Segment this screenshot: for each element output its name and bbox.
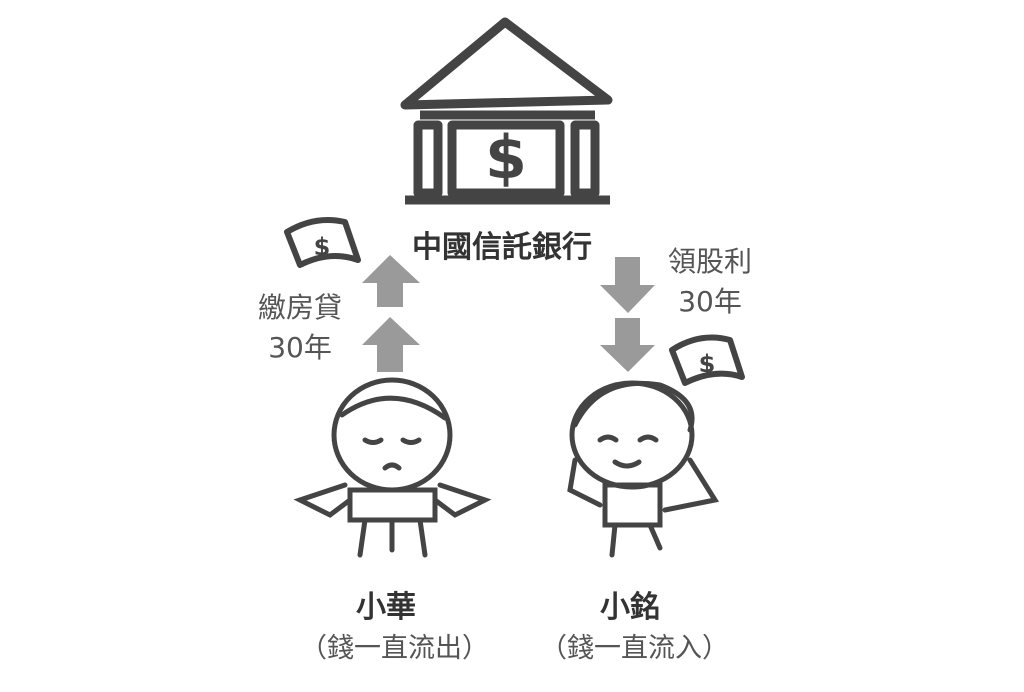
left-person-name: 小華	[356, 590, 416, 625]
right-flow-line2: 30年	[678, 285, 742, 318]
right-person-note: （錢一直流入）	[540, 633, 729, 664]
person-xiaoming-icon	[567, 380, 720, 558]
svg-text:$: $	[485, 123, 527, 193]
person-xiaohua-icon	[293, 377, 492, 558]
svg-text:$: $	[699, 350, 716, 378]
bank-building-icon: $	[400, 17, 613, 205]
left-flow-label: 繳房貸 30年	[258, 288, 342, 368]
left-person-note: （錢一直流出）	[300, 633, 489, 664]
left-flow-line1: 繳房貸	[258, 291, 343, 324]
down-arrows-icon	[600, 257, 655, 372]
bank-name: 中國信託銀行	[412, 230, 592, 265]
right-flow-label: 領股利 30年	[668, 242, 752, 322]
right-flow-line1: 領股利	[668, 245, 753, 278]
right-person-name: 小銘	[600, 590, 660, 625]
svg-text:$: $	[314, 233, 331, 261]
money-bill-icon: $ $	[284, 217, 745, 386]
up-arrows-icon	[362, 255, 420, 372]
left-flow-line2: 30年	[268, 331, 332, 364]
